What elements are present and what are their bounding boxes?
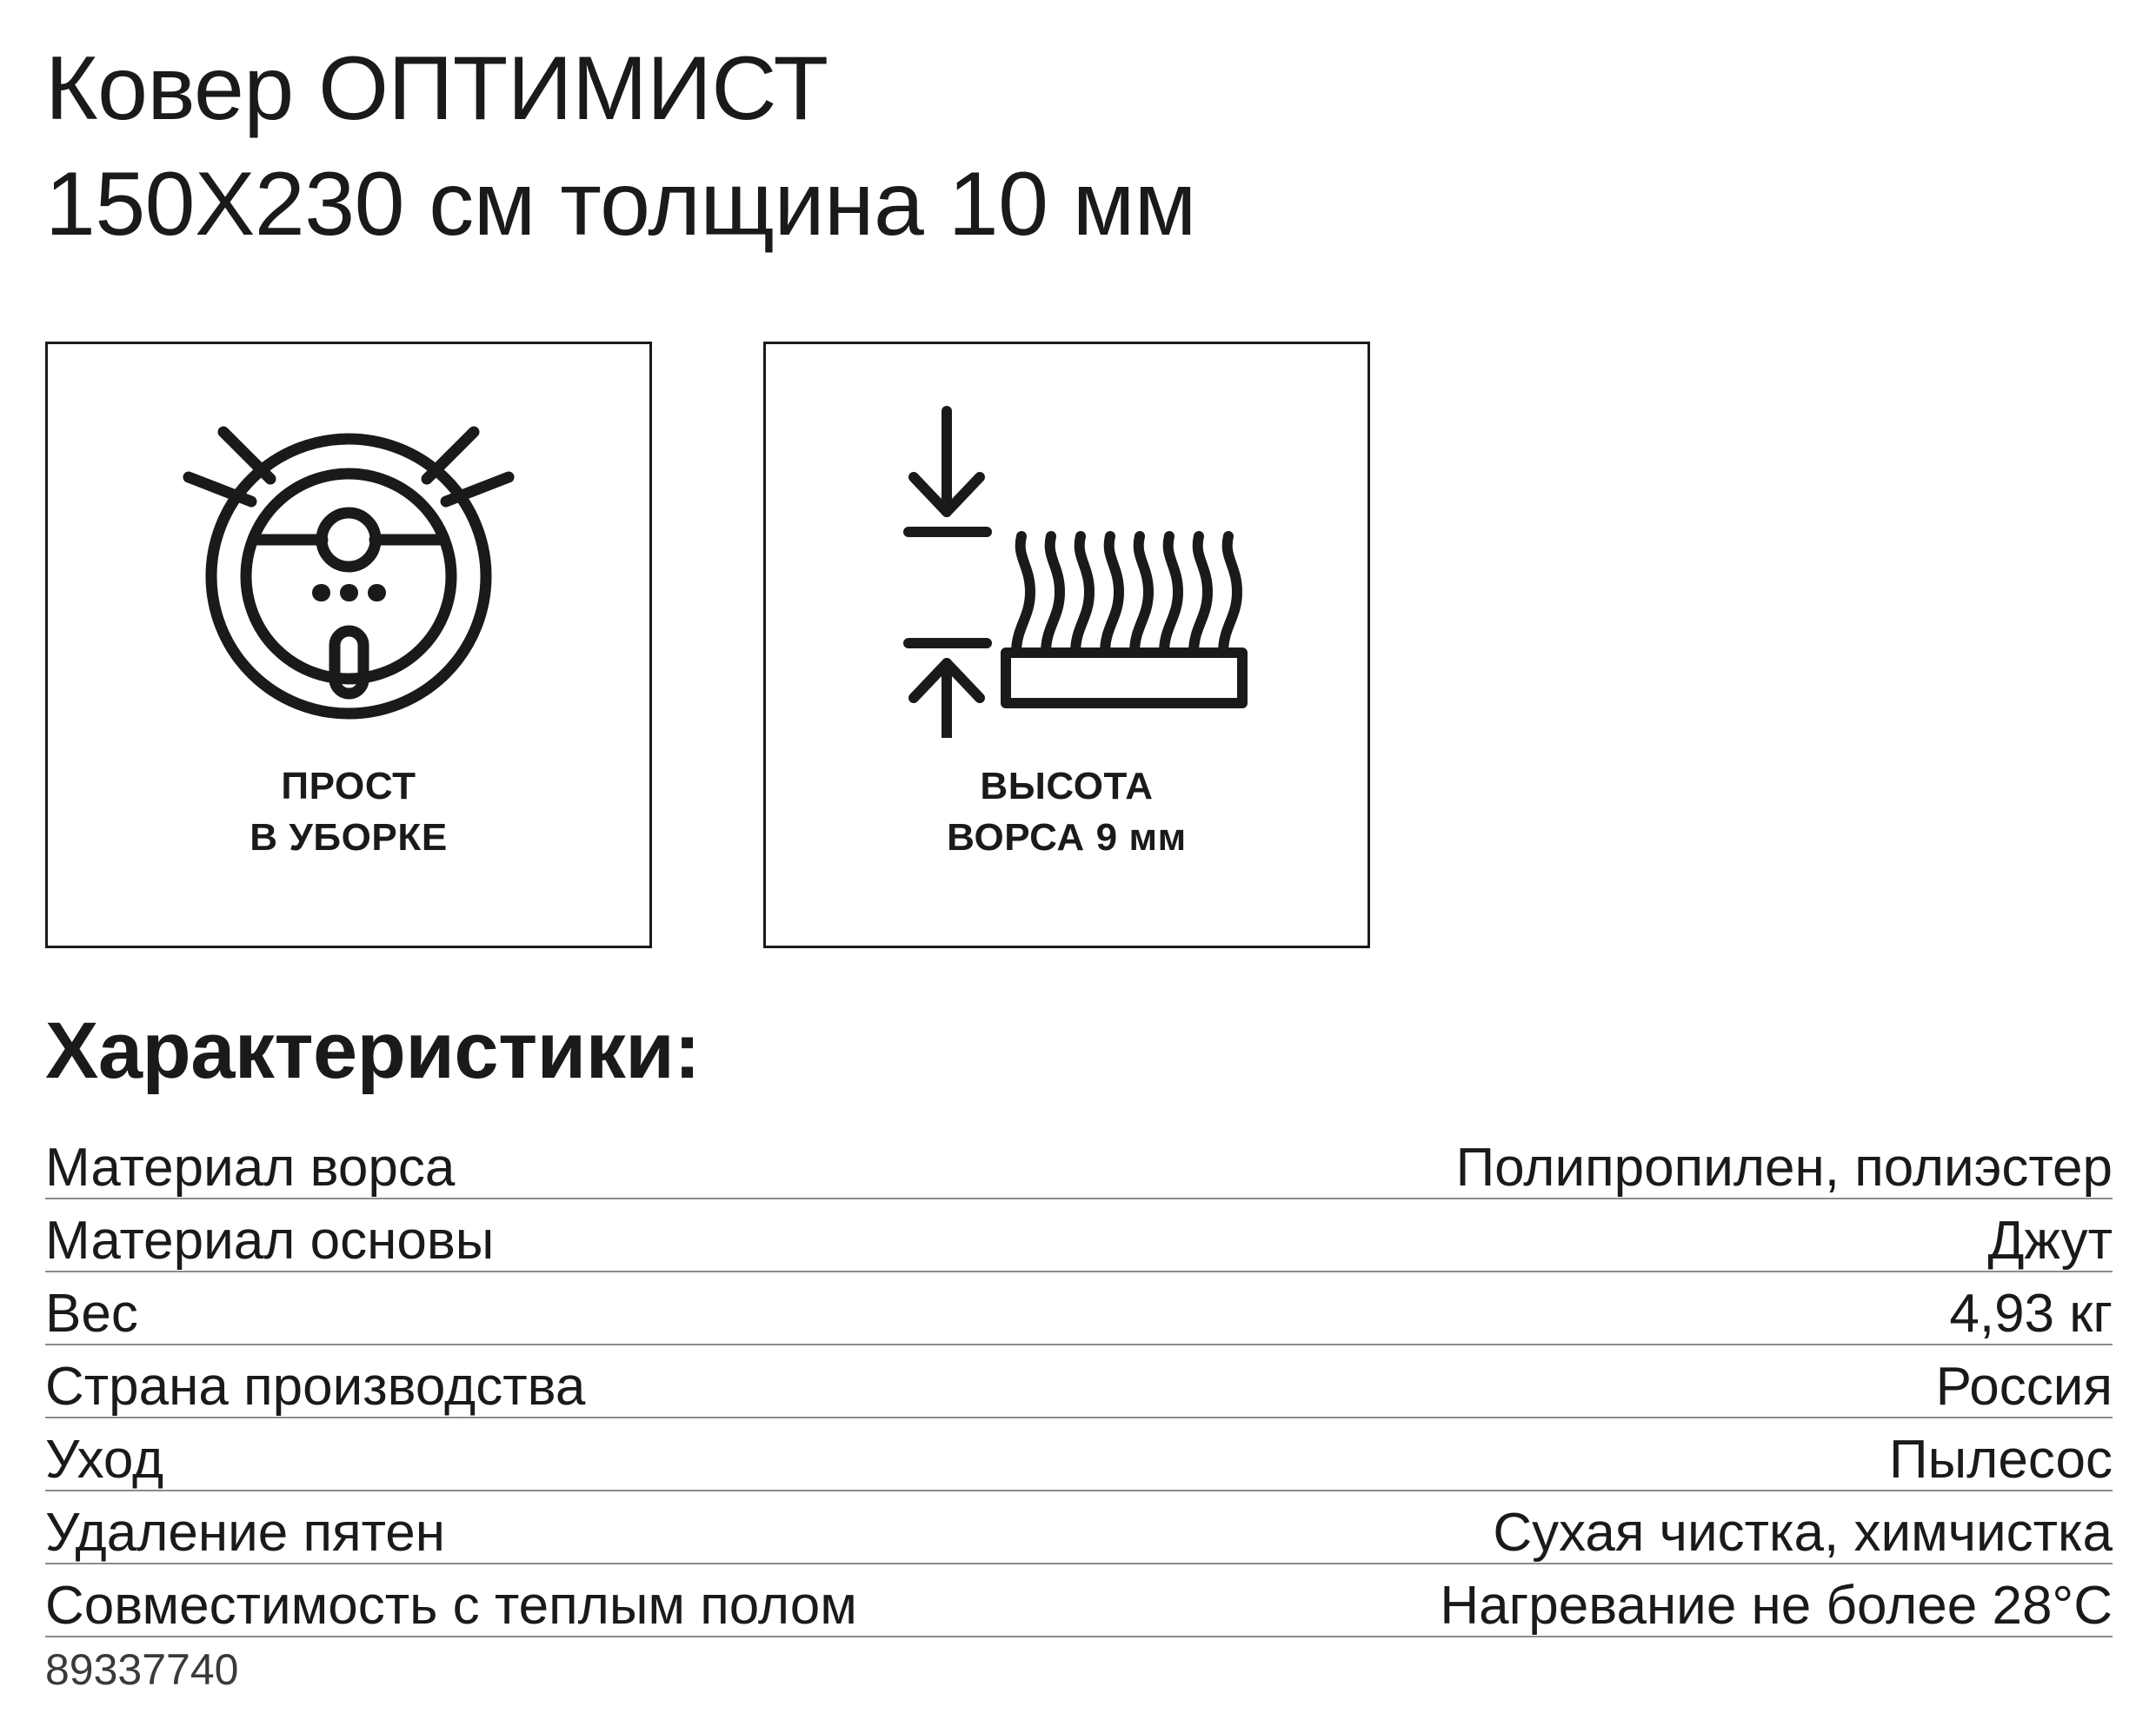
pile-height-icon	[766, 369, 1367, 760]
spec-value: Джут	[1987, 1211, 2113, 1271]
spec-label: Удаление пятен	[45, 1503, 446, 1563]
feature-badge-caption: ПРОСТ В УБОРКЕ	[250, 765, 448, 859]
spec-value: Полипропилен, полиэстер	[1455, 1138, 2113, 1198]
feature-badge-pile-height: ВЫСОТА ВОРСА 9 мм	[763, 342, 1370, 948]
feature-badge-caption: ВЫСОТА ВОРСА 9 мм	[947, 765, 1187, 859]
robot-vacuum-icon	[48, 369, 649, 760]
spec-label: Материал основы	[45, 1211, 495, 1271]
spec-label: Совместимость с теплым полом	[45, 1576, 857, 1636]
table-row: Совместимость с теплым полом Нагревание …	[45, 1564, 2113, 1637]
table-row: Удаление пятен Сухая чистка, химчистка	[45, 1491, 2113, 1564]
article-number: 89337740	[45, 1645, 239, 1694]
feature-badge-easy-cleaning: ПРОСТ В УБОРКЕ	[45, 342, 652, 948]
page-title: Ковер ОПТИМИСТ 150Х230 см толщина 10 мм	[45, 38, 1196, 256]
spec-value: Пылесос	[1889, 1430, 2113, 1490]
spec-value: 4,93 кг	[1949, 1284, 2113, 1344]
table-row: Материал основы Джут	[45, 1199, 2113, 1272]
spec-value: Сухая чистка, химчистка	[1493, 1503, 2113, 1563]
spec-label: Материал ворса	[45, 1138, 456, 1198]
spec-label: Страна производства	[45, 1357, 586, 1417]
specs-table: Материал ворса Полипропилен, полиэстер М…	[45, 1126, 2113, 1637]
spec-value: Нагревание не более 28°C	[1440, 1576, 2113, 1636]
spec-label: Уход	[45, 1430, 164, 1490]
table-row: Уход Пылесос	[45, 1418, 2113, 1491]
spec-value: Россия	[1935, 1357, 2113, 1417]
table-row: Материал ворса Полипропилен, полиэстер	[45, 1126, 2113, 1199]
table-row: Страна производства Россия	[45, 1345, 2113, 1418]
spec-label: Вес	[45, 1284, 138, 1344]
specs-heading: Характеристики:	[45, 1006, 701, 1095]
table-row: Вес 4,93 кг	[45, 1272, 2113, 1345]
